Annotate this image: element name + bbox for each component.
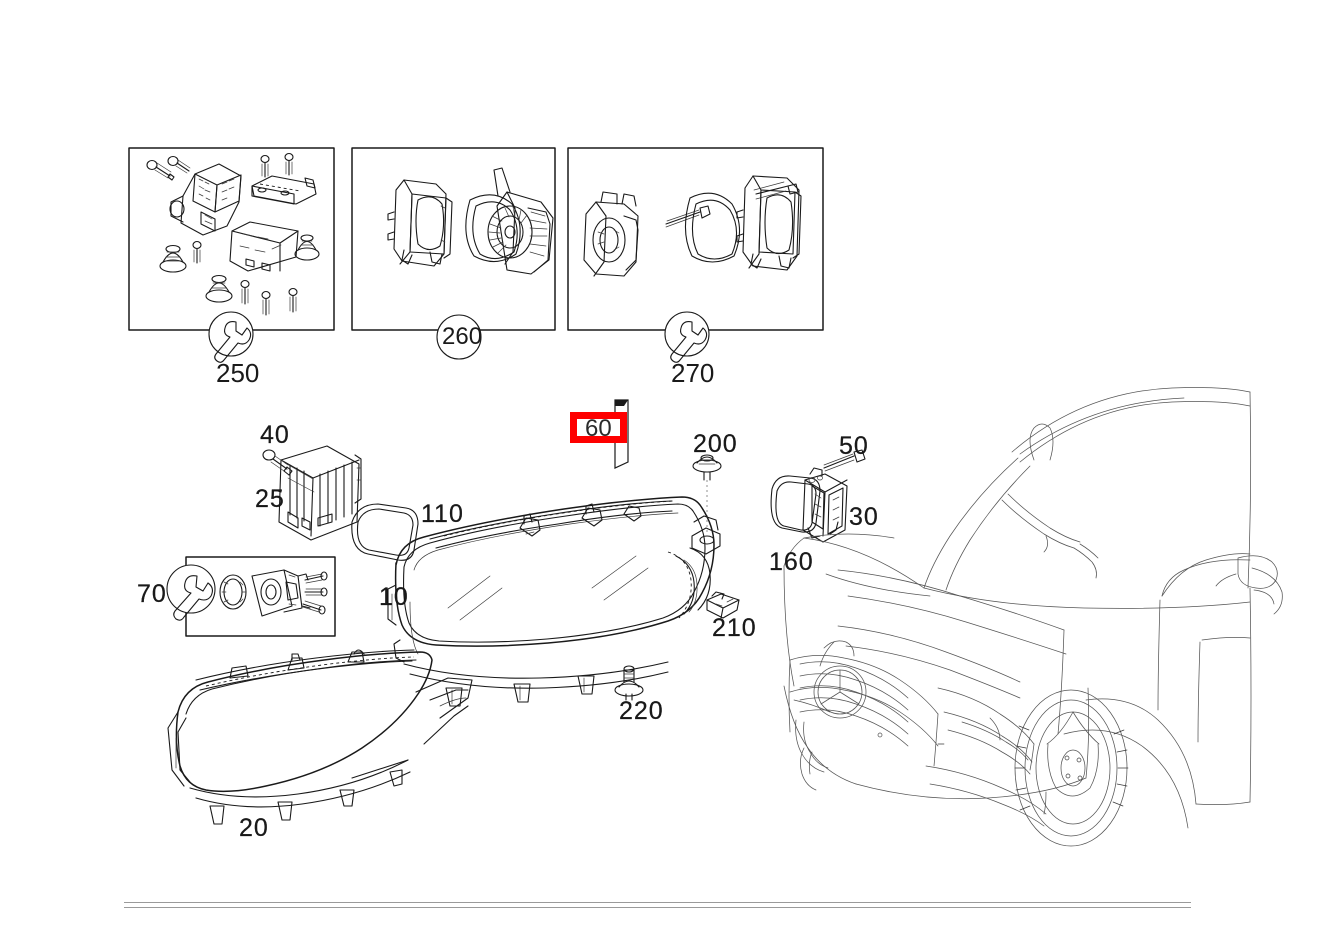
- clip-200: [692, 454, 722, 535]
- screw-d: [240, 279, 250, 305]
- fan-frame: [387, 179, 453, 267]
- bezel-tab-b: [287, 653, 305, 671]
- footer-rule: [124, 902, 1191, 908]
- bezel-clip-b: [277, 801, 293, 821]
- badge-wrench-270: [664, 311, 710, 363]
- badge-wrench-70: [166, 564, 216, 621]
- car-illustration: [783, 387, 1283, 847]
- trim-bezel-20: [167, 649, 473, 825]
- mercedes-star-badge: [813, 665, 867, 719]
- mount-tab-b: [581, 503, 603, 527]
- grommet-right: [294, 234, 320, 261]
- headlamp-assembly-10: [387, 496, 721, 707]
- callout-20: 20: [239, 814, 269, 842]
- screw-c: [192, 240, 202, 264]
- callout-200: 200: [693, 430, 738, 458]
- frame-screw: [753, 181, 799, 200]
- callout-70: 70: [137, 580, 167, 608]
- box-70-parts: [219, 569, 328, 617]
- mount-arm-right: [691, 515, 721, 555]
- callout-40: 40: [260, 421, 290, 449]
- bracket-210: [706, 591, 740, 619]
- housing-tray: [229, 221, 299, 272]
- callout-210: 210: [712, 614, 757, 642]
- blower-motor: [583, 191, 639, 277]
- seal-gasket-110: [351, 503, 419, 561]
- bulb-holder: [251, 569, 311, 617]
- callout-60-highlight-box[interactable]: [570, 412, 627, 443]
- bezel-tab-c: [347, 649, 365, 663]
- foot-b: [513, 683, 531, 703]
- heat-sink-module: [278, 445, 362, 541]
- screw-f: [288, 287, 298, 313]
- holder-screws: [302, 571, 328, 615]
- detail-box-number-260: 260: [442, 323, 483, 350]
- seal-ring-270: [684, 192, 741, 263]
- fan-frame-270: [736, 175, 802, 271]
- detail-box-number-250: 250: [216, 358, 260, 388]
- screw-e: [261, 290, 271, 316]
- screw-a: [146, 159, 175, 181]
- seal-ring-160: [770, 475, 821, 533]
- mount-tab-c: [623, 505, 642, 522]
- leader-25: [274, 489, 282, 493]
- bezel-clip-a: [209, 805, 225, 825]
- control-unit-body: [169, 163, 242, 236]
- mount-tab-a: [519, 513, 541, 537]
- seal-ring-260: [465, 194, 521, 263]
- front-wheel: [1014, 689, 1129, 847]
- foot-c: [577, 675, 595, 695]
- detail-box-number-270: 270: [671, 358, 715, 388]
- callout-160: 160: [769, 548, 814, 576]
- blower-wheel: [487, 167, 554, 275]
- callout-10: 10: [379, 583, 409, 611]
- callout-220: 220: [619, 697, 664, 725]
- box-260-parts: [387, 167, 554, 275]
- callout-30: 30: [849, 503, 879, 531]
- callout-60-label: 60: [585, 415, 612, 442]
- badge-wrench-250: [208, 311, 254, 363]
- retaining-ring: [219, 574, 247, 610]
- badge-circle-260: [436, 314, 482, 360]
- box-250-parts: [146, 152, 320, 316]
- part-40-screw: [262, 449, 293, 476]
- callout-50: 50: [839, 432, 869, 460]
- callout-110: 110: [421, 500, 464, 528]
- grommet-bottom: [205, 274, 233, 303]
- detail-box-frame-270: [567, 147, 824, 331]
- foot-a: [445, 687, 463, 707]
- bezel-clip-d: [389, 769, 403, 787]
- grommet-left: [159, 244, 187, 273]
- box-270-parts: [583, 175, 802, 277]
- mounting-plate: [251, 175, 317, 205]
- bezel-clip-c: [339, 789, 355, 807]
- detail-box-frame-260: [351, 147, 556, 331]
- bezel-tab-a: [229, 665, 249, 679]
- plate-screws: [260, 152, 294, 178]
- part-50-screw: [823, 449, 866, 472]
- screw-b: [167, 155, 191, 174]
- motor-screw: [665, 205, 711, 228]
- control-module-30: [802, 467, 848, 543]
- callout-25: 25: [255, 485, 285, 513]
